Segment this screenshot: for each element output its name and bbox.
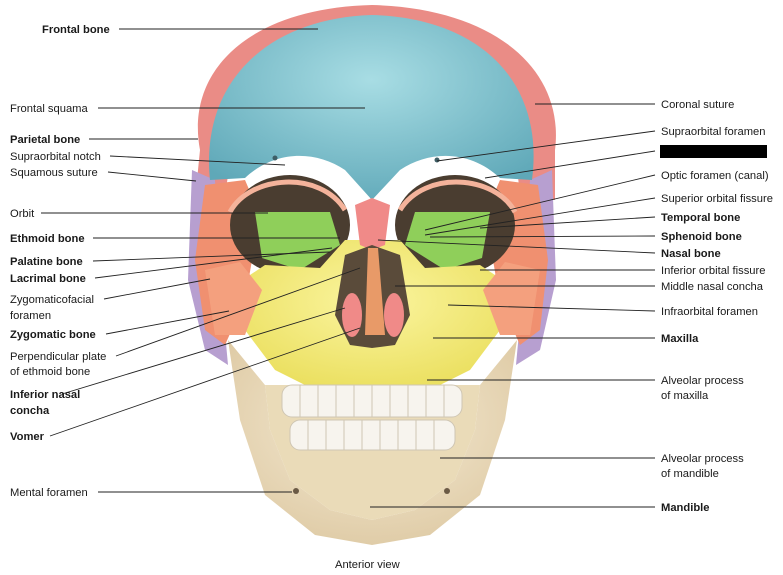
label-alveolar-mandible-line2: of mandible (661, 468, 719, 480)
nasal-bone-shape (355, 198, 390, 250)
label-orbit: Orbit (10, 208, 35, 220)
figure-caption: Anterior view (335, 559, 401, 571)
label-zygomaticofacial-line1: Zygomaticofacial (10, 294, 94, 306)
frontal-bone-shape (209, 15, 534, 200)
label-temporal-bone: Temporal bone (661, 212, 740, 224)
concha-left (342, 293, 362, 337)
label-sphenoid-bone: Sphenoid bone (661, 231, 742, 243)
nasal-septum (365, 248, 385, 335)
orbital-rim-right (397, 179, 518, 214)
label-vomer: Vomer (10, 431, 45, 443)
label-mandible: Mandible (661, 502, 709, 514)
label-alveolar-maxilla-line2: of maxilla (661, 390, 709, 402)
mandible-shape (228, 340, 517, 545)
zygomatic-left (205, 262, 262, 335)
label-nasal-bone: Nasal bone (661, 248, 721, 260)
supraorbital-notch-left (272, 155, 278, 161)
orbital-rim-left (227, 179, 348, 214)
label-coronal-suture: Coronal suture (661, 99, 734, 111)
label-alveolar-mandible-line1: Alveolar process (661, 453, 744, 465)
ethmoid-right (405, 212, 490, 270)
label-maxilla: Maxilla (661, 333, 699, 345)
label-supraorbital-notch: Supraorbital notch (10, 151, 101, 163)
label-squamous-suture: Squamous suture (10, 167, 98, 179)
label-perpendicular-line2: of ethmoid bone (10, 366, 90, 378)
label-inferior-nasal-line2: concha (10, 405, 50, 417)
redacted-label-box (660, 145, 767, 158)
label-mental-foramen: Mental foramen (10, 487, 88, 499)
label-inferior-orbital-fissure: Inferior orbital fissure (661, 265, 765, 277)
mental-foramen-right (444, 488, 450, 494)
lower-teeth (289, 419, 456, 451)
mental-foramen-left (293, 488, 299, 494)
label-zygomaticofacial-line2: foramen (10, 310, 51, 322)
label-optic-foramen: Optic foramen (canal) (661, 170, 769, 182)
label-infraorbital-foramen: Infraorbital foramen (661, 306, 758, 318)
label-perpendicular-line1: Perpendicular plate (10, 351, 106, 363)
mandible-body (265, 385, 480, 520)
label-frontal-bone: Frontal bone (42, 24, 110, 36)
label-supraorbital-foramen: Supraorbital foramen (661, 126, 765, 138)
supraorbital-foramen-right (434, 157, 440, 163)
upper-teeth (281, 384, 463, 418)
label-frontal-squama: Frontal squama (10, 103, 89, 115)
label-palatine-bone: Palatine bone (10, 256, 83, 268)
label-middle-nasal-concha: Middle nasal concha (661, 281, 764, 293)
leader-lines (41, 28, 656, 508)
label-alveolar-maxilla-line1: Alveolar process (661, 375, 744, 387)
zygomatic-right (483, 262, 540, 335)
label-ethmoid-bone: Ethmoid bone (10, 233, 85, 245)
label-superior-orbital-fissure: Superior orbital fissure (661, 193, 773, 205)
label-parietal-bone: Parietal bone (10, 134, 80, 146)
label-inferior-nasal-line1: Inferior nasal (10, 389, 80, 401)
concha-right (384, 293, 404, 337)
label-zygomatic-bone: Zygomatic bone (10, 329, 96, 341)
label-lacrimal-bone: Lacrimal bone (10, 273, 86, 285)
